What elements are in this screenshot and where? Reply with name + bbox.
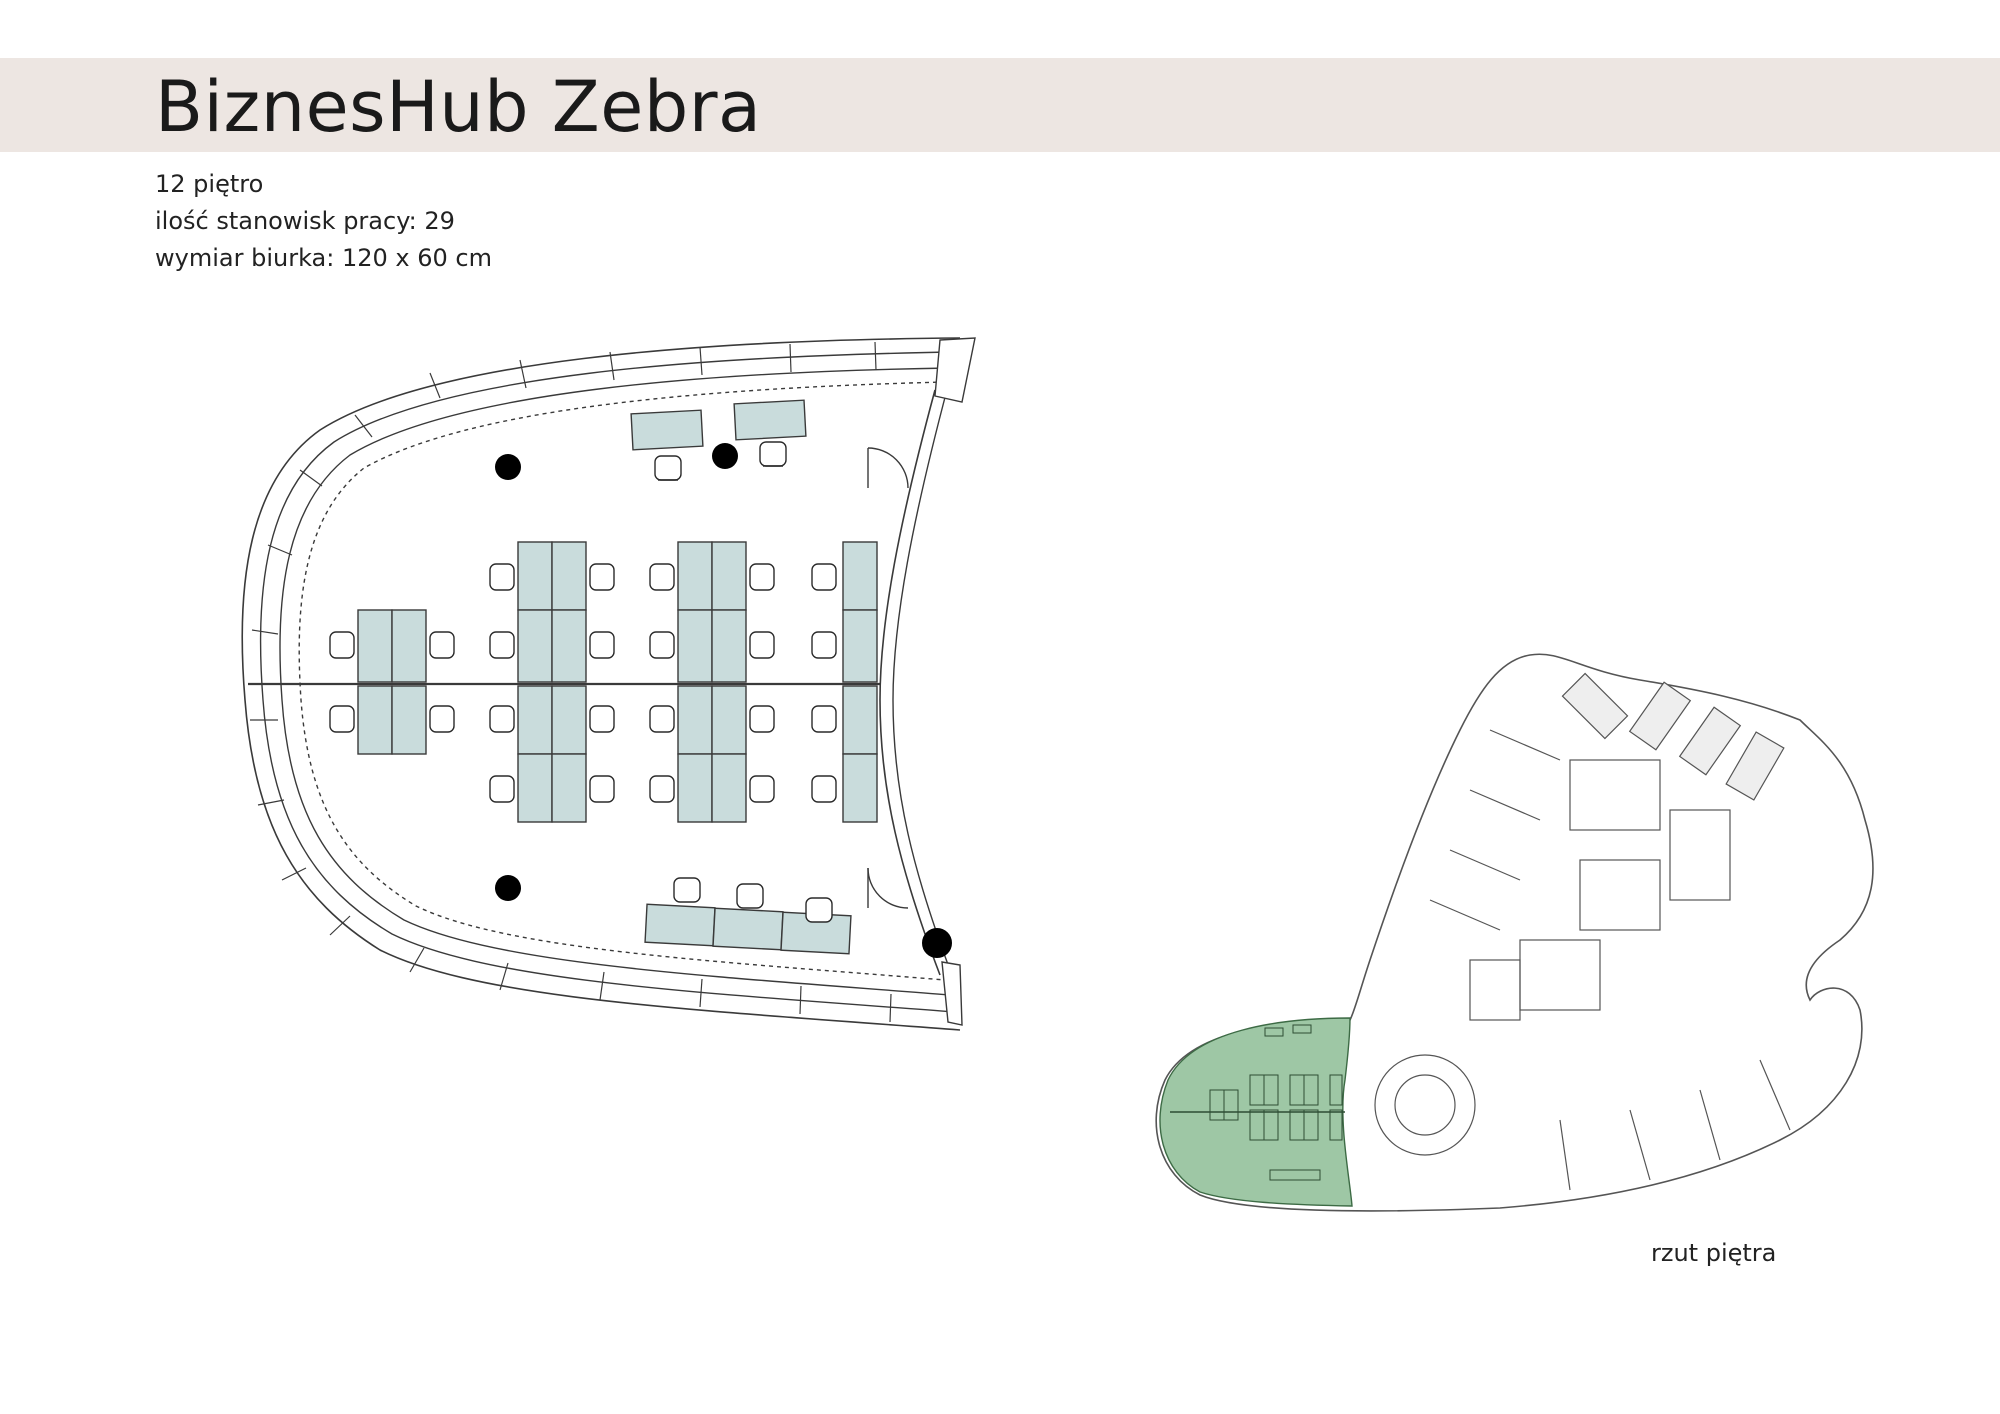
desk xyxy=(677,541,713,611)
floor-specs: 12 piętro ilość stanowisk pracy: 29 wymi… xyxy=(155,166,492,277)
stair-core xyxy=(1725,731,1785,801)
chair xyxy=(589,775,615,803)
structural-columns xyxy=(495,443,952,958)
page-title: BiznesHub Zebra xyxy=(155,66,762,148)
desk xyxy=(711,609,747,683)
chair xyxy=(489,563,515,591)
overview-outline xyxy=(1155,653,1874,1212)
chair xyxy=(589,631,615,659)
outer-facade xyxy=(241,337,961,1031)
chair xyxy=(759,441,787,467)
overview-partitions xyxy=(1429,729,1791,1191)
chair xyxy=(489,705,515,733)
overview-caption: rzut piętra xyxy=(1651,1239,1777,1267)
workstation-count: ilość stanowisk pracy: 29 xyxy=(155,207,455,235)
chair xyxy=(749,563,775,591)
inner-glazing-wall-2 xyxy=(892,385,954,979)
chair xyxy=(749,775,775,803)
desk xyxy=(517,685,553,755)
desk xyxy=(711,753,747,823)
core-room xyxy=(1579,859,1661,931)
chair xyxy=(589,705,615,733)
chair xyxy=(811,705,837,733)
desk xyxy=(551,609,587,683)
chair xyxy=(429,631,455,659)
desk xyxy=(357,685,393,755)
chair xyxy=(649,705,675,733)
overview-floor-plan xyxy=(1155,653,1874,1212)
chair xyxy=(811,563,837,591)
desk xyxy=(677,609,713,683)
chair xyxy=(649,775,675,803)
desk xyxy=(517,541,553,611)
header-band xyxy=(0,58,2000,152)
desk xyxy=(733,399,807,441)
column xyxy=(495,875,521,901)
detailed-floor-plan xyxy=(241,337,976,1031)
facade-inner-3 xyxy=(298,381,946,981)
desk xyxy=(630,409,704,451)
desk-size: wymiar biurka: 120 x 60 cm xyxy=(155,244,492,272)
facade-inner-2 xyxy=(279,367,951,996)
desk xyxy=(517,609,553,683)
core-room xyxy=(1519,939,1601,1011)
chair xyxy=(811,775,837,803)
desk xyxy=(712,907,784,951)
chairs xyxy=(329,441,837,923)
stair-core xyxy=(1678,706,1742,776)
chair xyxy=(649,563,675,591)
desks xyxy=(357,399,878,955)
stair-core xyxy=(1561,672,1629,740)
core-room xyxy=(1469,959,1521,1021)
facade-inner-1 xyxy=(259,351,956,1013)
desk xyxy=(517,753,553,823)
stair-core xyxy=(1628,681,1692,751)
chair xyxy=(489,775,515,803)
chair xyxy=(329,705,355,733)
column xyxy=(712,443,738,469)
desk xyxy=(644,903,716,947)
desk xyxy=(711,541,747,611)
chair xyxy=(673,877,701,903)
floor-number: 12 piętro xyxy=(155,170,264,198)
core-room xyxy=(1669,809,1731,901)
chair xyxy=(489,631,515,659)
chair xyxy=(329,631,355,659)
desk xyxy=(677,753,713,823)
chair xyxy=(649,631,675,659)
chair xyxy=(736,883,764,909)
door-arc-bottom xyxy=(867,867,909,909)
door-arc-top xyxy=(867,447,909,489)
facade-mullions xyxy=(250,341,892,1023)
desk xyxy=(551,753,587,823)
desk xyxy=(551,685,587,755)
desk xyxy=(842,685,878,755)
inner-glazing-wall xyxy=(879,389,941,976)
desk xyxy=(842,609,878,683)
chair xyxy=(589,563,615,591)
column xyxy=(495,454,521,480)
desk xyxy=(357,609,393,683)
desk xyxy=(842,541,878,611)
core-room xyxy=(1569,759,1661,831)
corner-block-bottom xyxy=(941,961,963,1026)
overview-desks xyxy=(1209,1024,1343,1181)
desk xyxy=(391,609,427,683)
desk xyxy=(391,685,427,755)
desk xyxy=(551,541,587,611)
spiral-stair xyxy=(1374,1054,1476,1156)
chair xyxy=(654,455,682,481)
desk xyxy=(677,685,713,755)
column xyxy=(922,928,952,958)
chair xyxy=(811,631,837,659)
desk xyxy=(711,685,747,755)
chair xyxy=(429,705,455,733)
chair xyxy=(749,705,775,733)
desk xyxy=(842,753,878,823)
corner-block-top xyxy=(934,337,976,403)
chair xyxy=(805,897,833,923)
chair xyxy=(749,631,775,659)
